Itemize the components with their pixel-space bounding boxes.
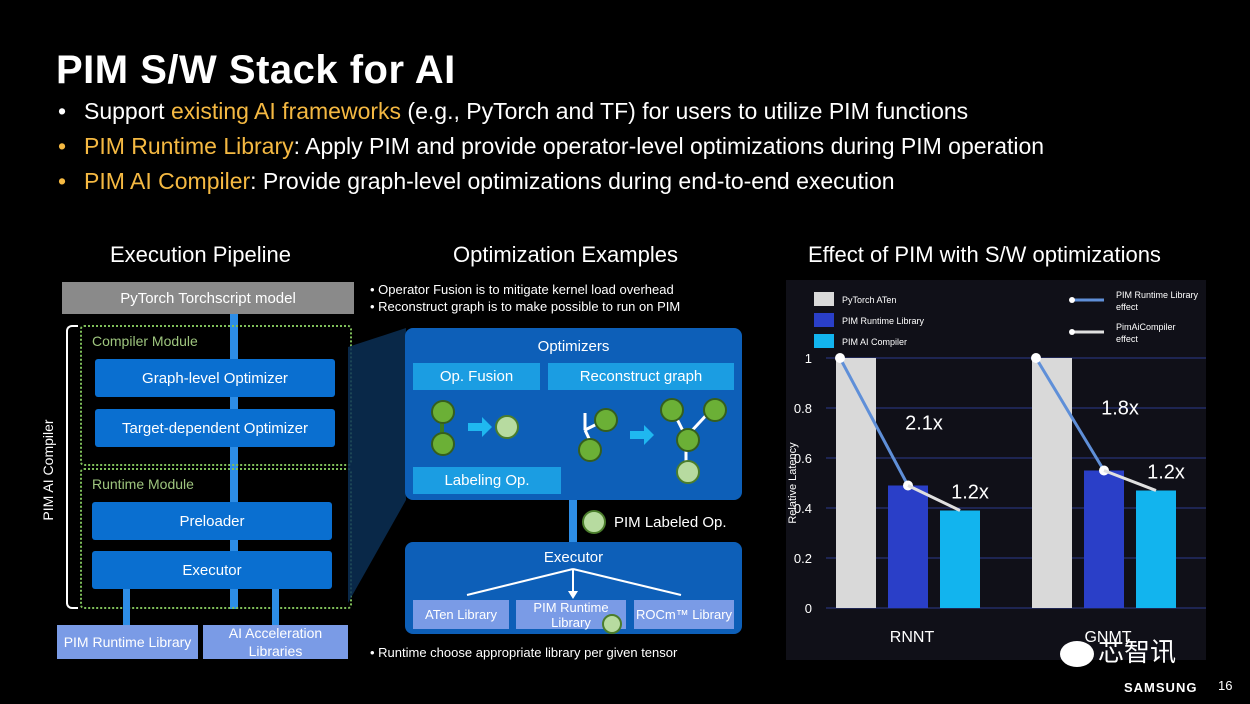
annotation-runtime-effect: 2.1x [905, 413, 943, 435]
bar-rnnt-1 [888, 485, 928, 608]
legend-effect-label-2: effect [1116, 334, 1138, 344]
zoom-projection [348, 328, 406, 603]
effect-start-point [835, 353, 845, 363]
bar-rnnt-0 [836, 358, 876, 608]
pim-ai-compiler-side-label: PIM AI Compiler [40, 419, 56, 521]
pim-runtime-library-box: PIM Runtime Library [57, 625, 198, 659]
slide-title: PIM S/W Stack for AI [56, 48, 456, 92]
target-dependent-optimizer: Target-dependent Optimizer [95, 409, 335, 447]
chart-title: Effect of PIM with S/W optimizations [808, 242, 1161, 267]
compiler-module-label: Compiler Module [92, 333, 198, 349]
bullet-1: •Support existing AI frameworks (e.g., P… [58, 98, 969, 124]
y-axis-label: Relative Latency [787, 442, 799, 524]
y-tick-label: 0 [805, 601, 812, 616]
legend-swatch [814, 292, 834, 306]
runtime-module-label: Runtime Module [92, 476, 194, 492]
y-tick-label: 0.4 [794, 501, 812, 516]
page-number: 16 [1218, 678, 1233, 693]
executor-box: Executor [92, 551, 332, 589]
compiler-bracket [66, 325, 78, 609]
legend-effect-label: PIM Runtime Library [1116, 290, 1199, 300]
legend-swatch [814, 313, 834, 327]
y-tick-label: 0.8 [794, 401, 812, 416]
graph-node-e [660, 398, 684, 422]
fusion-node-b [431, 432, 455, 456]
bar-rnnt-2 [940, 510, 980, 608]
annotation-runtime-effect: 1.8x [1101, 398, 1139, 420]
effect-arrow-compiler [907, 484, 961, 512]
opt-connector [569, 500, 577, 542]
legend-effect-label-2: effect [1116, 302, 1138, 312]
connector-right [272, 589, 279, 625]
aten-library-box: ATen Library [413, 600, 509, 629]
effect-arrow-compiler [1103, 469, 1157, 492]
runtime-note: • Runtime choose appropriate library per… [370, 645, 678, 660]
graph-node-f [703, 398, 727, 422]
bar-gnmt-0 [1032, 358, 1072, 608]
preloader-box: Preloader [92, 502, 332, 540]
watermark: 芯智讯 [1060, 632, 1176, 669]
legend-label: PIM AI Compiler [842, 337, 907, 347]
rocm-library-box: ROCm™ Library [634, 600, 734, 629]
optimizers-label: Optimizers [537, 338, 610, 355]
y-tick-label: 1 [805, 351, 812, 366]
reconstruct-graph-box: Reconstruct graph [548, 363, 734, 390]
annotation-compiler-effect: 1.2x [1147, 462, 1185, 484]
note-reconstruct: • Reconstruct graph is to make possible … [370, 299, 681, 314]
effect-start-point [1031, 353, 1041, 363]
legend-effect-dot [1069, 329, 1075, 335]
legend-effect-dot [1069, 297, 1075, 303]
wechat-icon [1060, 641, 1094, 668]
effect-arrow-runtime [1034, 357, 1106, 472]
pytorch-model-box: PyTorch Torchscript model [62, 282, 354, 314]
y-tick-label: 0.6 [794, 451, 812, 466]
graph-node-c [594, 408, 618, 432]
bullet-3: •PIM AI Compiler: Provide graph-level op… [58, 168, 895, 194]
fusion-node-a [431, 400, 455, 424]
pim-labeled-op-label: PIM Labeled Op. [614, 514, 727, 531]
labeling-op-box: Labeling Op. [413, 467, 561, 494]
pim-labeled-node [582, 510, 606, 534]
bar-gnmt-1 [1084, 470, 1124, 608]
x-category-label: GNMT [1084, 629, 1131, 646]
graph-node-d [578, 438, 602, 462]
legend-label: PyTorch ATen [842, 295, 896, 305]
x-category-label: RNNT [890, 629, 935, 646]
executor-arrows [466, 568, 682, 599]
pipeline-connector [230, 314, 238, 609]
samsung-logo: SAMSUNG [1124, 680, 1198, 695]
executor-panel-label: Executor [543, 549, 604, 566]
pim-lib-node [602, 614, 622, 634]
bullet-2: •PIM Runtime Library: Apply PIM and prov… [58, 133, 1045, 159]
bar-gnmt-2 [1136, 490, 1176, 608]
fused-node [495, 415, 519, 439]
annotation-compiler-effect: 1.2x [951, 482, 989, 504]
ai-acceleration-libraries-box: AI Acceleration Libraries [203, 625, 348, 659]
legend-label: PIM Runtime Library [842, 316, 925, 326]
connector-left [123, 589, 130, 625]
graph-node-g [676, 428, 700, 452]
y-tick-label: 0.2 [794, 551, 812, 566]
effect-arrow-runtime [838, 357, 910, 487]
graph-node-h [676, 460, 700, 484]
op-fusion-box: Op. Fusion [413, 363, 540, 390]
legend-swatch [814, 334, 834, 348]
note-fusion: • Operator Fusion is to mitigate kernel … [370, 282, 674, 297]
optimization-title: Optimization Examples [453, 242, 678, 267]
graph-level-optimizer: Graph-level Optimizer [95, 359, 335, 397]
legend-effect-label: PimAiCompiler [1116, 322, 1176, 332]
pipeline-title: Execution Pipeline [110, 242, 292, 267]
